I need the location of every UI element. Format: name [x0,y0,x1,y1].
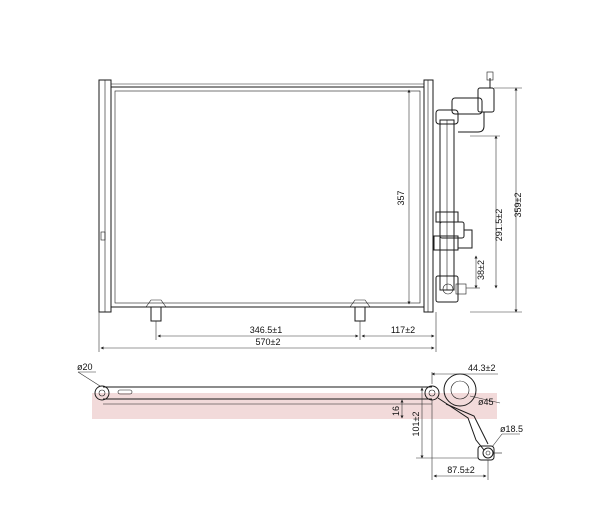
side-width-label: 87.5±2 [447,465,474,475]
mount-diameter-label: ø20 [77,362,93,372]
height-core-label: 357 [396,190,406,205]
left-mount: ø20 [77,362,110,401]
receiver-drier-assembly [433,71,495,303]
dimension-lower-pipe-height: 38±2 [466,255,486,289]
right-tank [423,79,434,313]
side-height-label: 101±2 [411,412,421,437]
overall-height-label: 359±2 [513,193,523,218]
bracket-offset-label: 117±2 [391,325,415,335]
dimension-side-width: 87.5±2 [431,400,489,480]
dimension-height-core: 357 [396,89,411,305]
highlight-band [92,393,497,419]
lower-pipe-height-label: 38±2 [476,260,486,280]
core-width-label: 346.5±1 [250,325,282,335]
dimension-rail-gap: 16 [391,399,404,419]
condenser-core-inner [114,90,421,304]
dimension-pipe-height: 291.5±2 [470,135,504,289]
rail-gap-label: 16 [391,406,401,416]
dimension-fitting-offset: 44.3±2 [431,363,498,384]
fitting-diameter-label: ø45 [478,397,494,407]
dimension-overall-width: 570±2 [100,337,435,350]
dimension-side-height: 101±2 [411,387,478,459]
fitting-offset-label: 44.3±2 [468,363,495,373]
dimension-fitting-diameter: ø45 [469,395,501,407]
side-view: ø20 44.3±2 ø45 16 [77,362,523,480]
dimension-overall-height: 359±2 [470,87,523,313]
condenser-core [110,86,425,308]
side-rail [103,386,432,405]
front-view: 357 359±2 291.5±2 38±2 346.5±1 [98,71,523,352]
dimension-core-width: 346.5±1 [157,325,359,338]
dimension-bracket-offset: 117±2 [361,325,435,338]
overall-width-label: 570±2 [256,337,281,347]
small-diameter-label: ø18.5 [500,424,523,434]
dimension-small-diameter: ø18.5 [491,424,523,448]
pipe-height-label: 291.5±2 [494,209,504,241]
